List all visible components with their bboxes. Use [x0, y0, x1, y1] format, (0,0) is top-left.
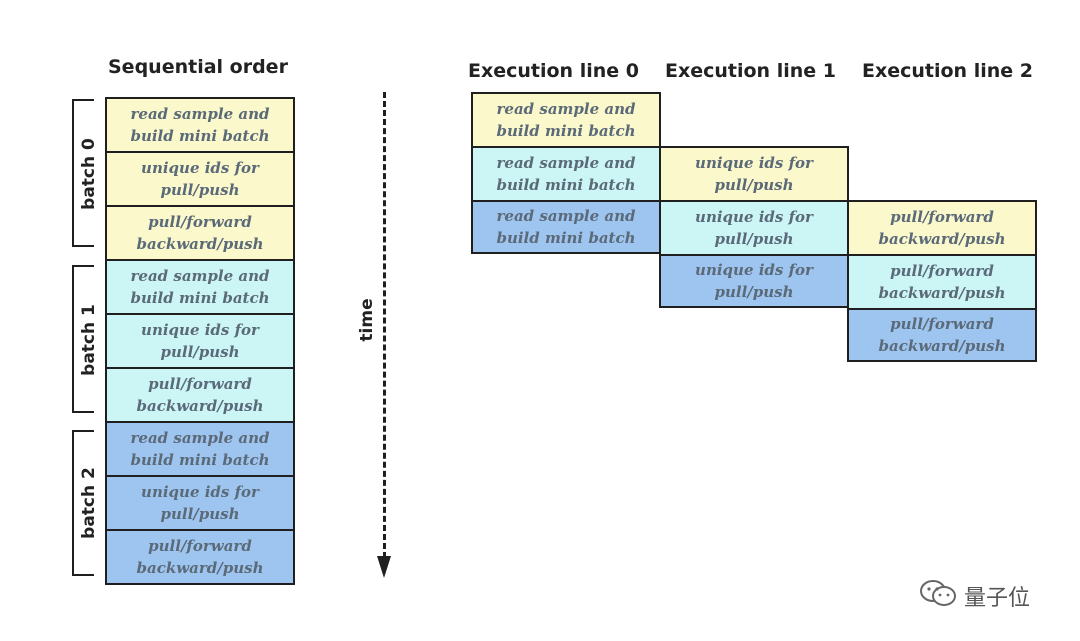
seq-batch2-pull-box: pull/forward backward/push [105, 529, 295, 585]
exec1-batch1-unique-box: unique ids for pull/push [659, 200, 849, 256]
seq-batch0-read-box: read sample and build mini batch [105, 97, 295, 153]
execution-line-1-title: Execution line 1 [665, 60, 836, 82]
exec1-batch0-unique-box: unique ids for pull/push [659, 146, 849, 202]
batch-0-label: batch 0 [79, 132, 99, 216]
seq-batch0-unique-box: unique ids for pull/push [105, 151, 295, 207]
seq-batch2-read-box: read sample and build mini batch [105, 421, 295, 477]
seq-batch2-unique-box: unique ids for pull/push [105, 475, 295, 531]
time-arrowhead [377, 556, 391, 578]
exec0-batch1-read-box: read sample and build mini batch [471, 146, 661, 202]
exec2-batch0-pull-box: pull/forward backward/push [847, 200, 1037, 256]
wechat-icon [918, 578, 958, 614]
seq-batch1-pull-box: pull/forward backward/push [105, 367, 295, 423]
exec2-batch2-pull-box: pull/forward backward/push [847, 308, 1037, 362]
time-arrow-line [383, 92, 386, 558]
seq-batch0-pull-box: pull/forward backward/push [105, 205, 295, 261]
execution-line-2-title: Execution line 2 [862, 60, 1033, 82]
exec0-batch0-read-box: read sample and build mini batch [471, 92, 661, 148]
exec2-batch1-pull-box: pull/forward backward/push [847, 254, 1037, 310]
watermark-text: 量子位 [964, 586, 1031, 611]
watermark: 量子位 [918, 578, 1030, 614]
sequential-order-title: Sequential order [108, 56, 288, 78]
exec0-batch2-read-box: read sample and build mini batch [471, 200, 661, 254]
execution-line-0-title: Execution line 0 [468, 60, 639, 82]
exec1-batch2-unique-box: unique ids for pull/push [659, 254, 849, 308]
seq-batch1-read-box: read sample and build mini batch [105, 259, 295, 315]
batch-2-label: batch 2 [79, 461, 99, 545]
seq-batch1-unique-box: unique ids for pull/push [105, 313, 295, 369]
batch-1-label: batch 1 [79, 298, 99, 382]
time-label: time [353, 296, 381, 344]
